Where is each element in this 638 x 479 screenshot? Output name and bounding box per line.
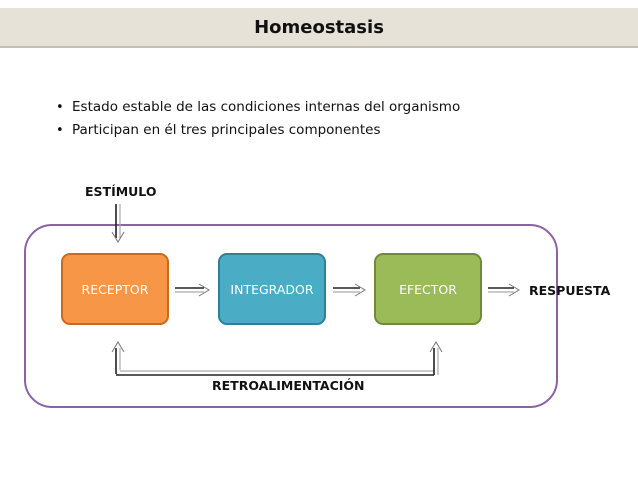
bullet-item: Participan en él tres principales compon… <box>56 119 460 142</box>
receptor-box: RECEPTOR <box>61 253 169 325</box>
feedback-loop <box>111 341 443 376</box>
receptor-to-integrator-arrow <box>175 283 210 297</box>
integrator-box: INTEGRADOR <box>218 253 326 325</box>
integrator-to-effector-arrow <box>333 283 366 297</box>
receptor-label: RECEPTOR <box>81 281 149 297</box>
stimulus-label: ESTÍMULO <box>85 184 157 199</box>
bullet-list: Estado estable de las condiciones intern… <box>56 96 460 142</box>
page-title: Homeostasis <box>254 16 384 38</box>
effector-label: EFECTOR <box>399 281 457 297</box>
stimulus-arrow <box>111 204 125 243</box>
effector-box: EFECTOR <box>374 253 482 325</box>
effector-to-response-arrow <box>488 283 520 297</box>
response-label: RESPUESTA <box>529 283 611 298</box>
bullet-item: Estado estable de las condiciones intern… <box>56 96 460 119</box>
integrator-label: INTEGRADOR <box>230 281 314 297</box>
system-boundary <box>24 224 558 408</box>
title-bar: Homeostasis <box>0 8 638 48</box>
feedback-label: RETROALIMENTACIÓN <box>212 378 365 393</box>
